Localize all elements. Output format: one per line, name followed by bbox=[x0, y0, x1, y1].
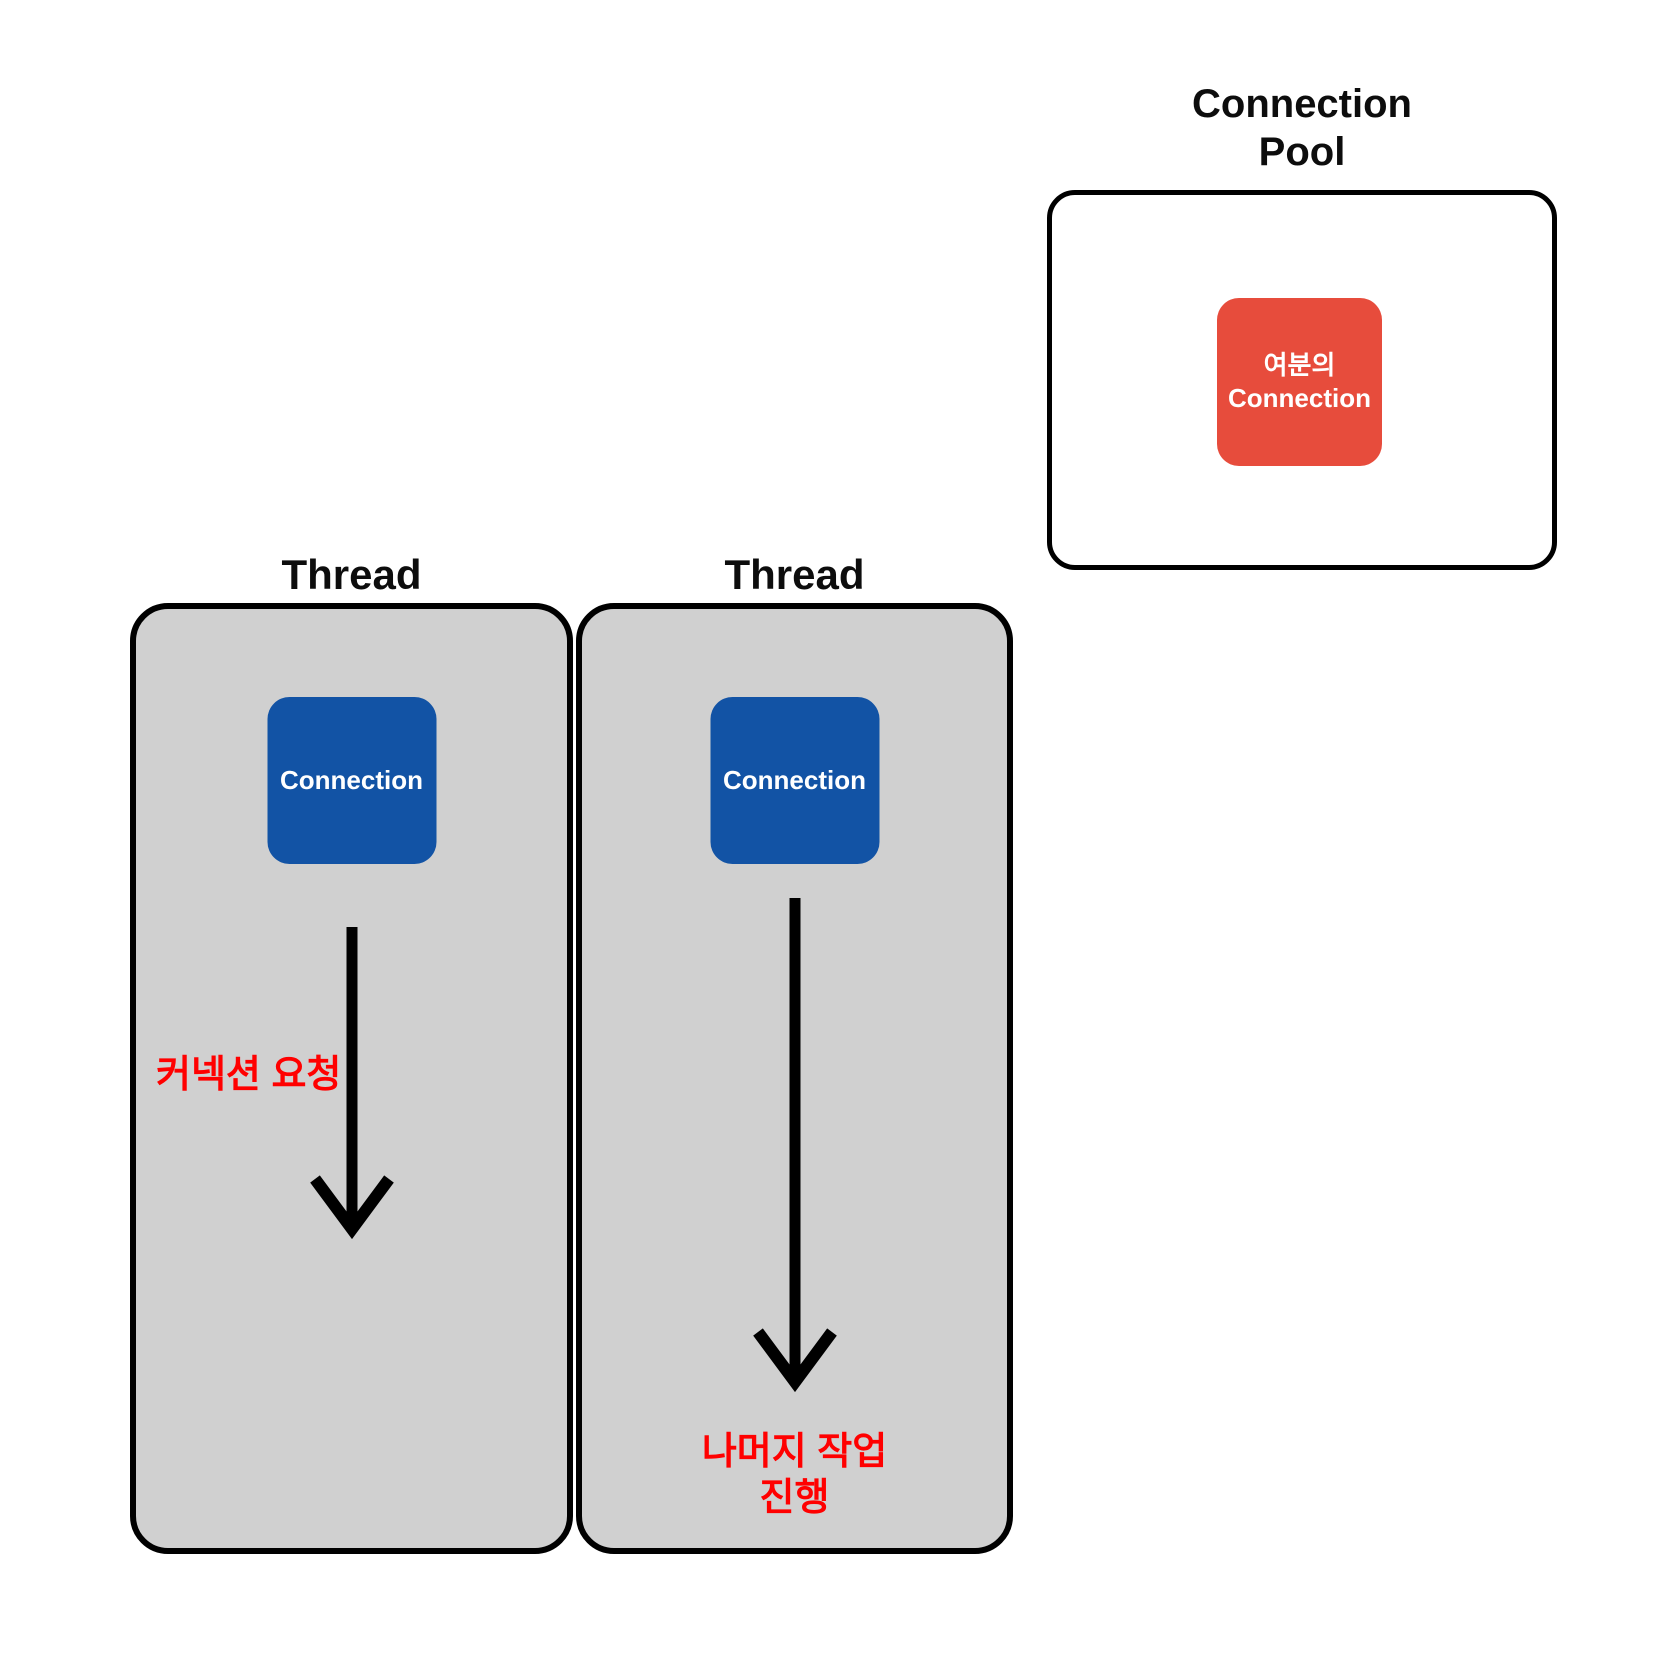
thread-box-right: Connection 나머지 작업 진행 bbox=[576, 603, 1013, 1554]
connection-pool-box: 여분의 Connection bbox=[1047, 190, 1557, 570]
spare-connection-label-line2: Connection bbox=[1228, 383, 1371, 413]
thread-title-right: Thread bbox=[724, 551, 865, 598]
spare-connection-box: 여분의 Connection bbox=[1217, 298, 1382, 466]
connection-box-right: Connection bbox=[710, 697, 879, 864]
annotation-remaining-work: 나머지 작업 진행 bbox=[582, 1429, 1007, 1521]
thread-box-left: Connection 커넥션 요청 bbox=[130, 603, 573, 1554]
connection-pool-title-line2: Pool bbox=[1258, 130, 1346, 174]
annotation-remaining-work-line2: 진행 bbox=[759, 1477, 830, 1519]
annotation-remaining-work-line1: 나머지 작업 bbox=[701, 1431, 888, 1473]
spare-connection-label-line1: 여분의 bbox=[1263, 350, 1336, 380]
connection-pool-title: Connection Pool bbox=[1047, 80, 1557, 176]
connection-box-left: Connection bbox=[267, 697, 436, 864]
connection-pool-title-line1: Connection bbox=[1192, 82, 1412, 126]
annotation-connection-request: 커넥션 요청 bbox=[156, 1054, 342, 1096]
down-arrow-icon-right bbox=[752, 898, 837, 1393]
down-arrow-icon-left bbox=[309, 927, 394, 1240]
thread-title-left: Thread bbox=[281, 551, 422, 598]
